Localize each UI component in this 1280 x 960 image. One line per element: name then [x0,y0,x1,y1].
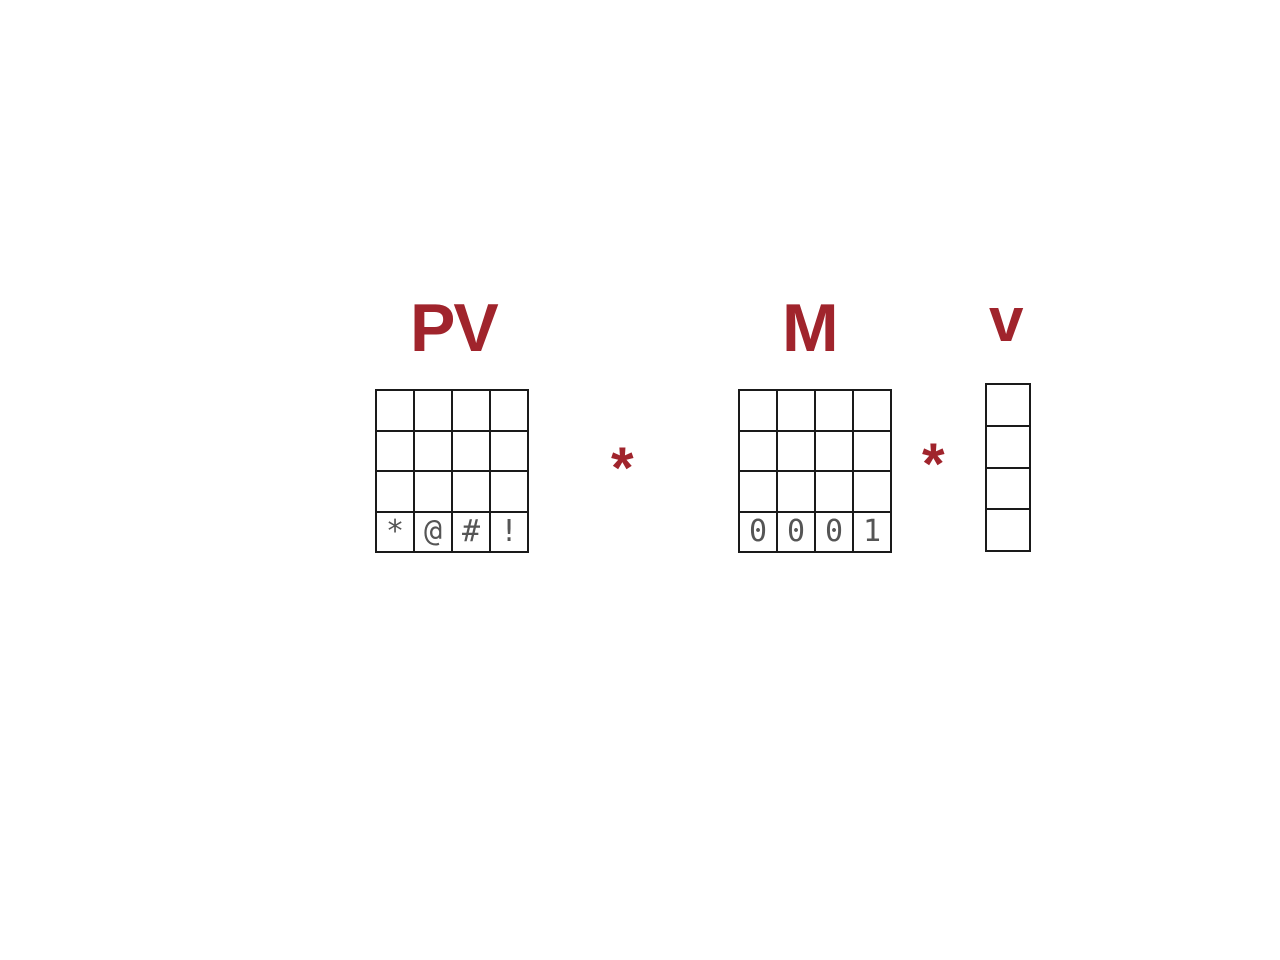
matrix-m-cell-r1-c2 [816,431,854,472]
matrix-v-cell-r2-c0 [987,468,1031,511]
matrix-pv-cell-r1-c1 [415,431,453,472]
matrix-pv-cell-r3-c0: * [377,512,415,553]
matrix-pv-label: PV [410,290,499,366]
matrix-m-cell-r3-c3: 1 [854,512,892,553]
matrix-pv-cell-r3-c1: @ [415,512,453,553]
matrix-pv-cell-r3-c2: # [453,512,491,553]
matrix-m-cell-r0-c2 [816,391,854,432]
vector-v-grid [985,383,1031,552]
matrix-pv-cell-r1-c2 [453,431,491,472]
matrix-pv-cell-r0-c1 [415,391,453,432]
matrix-pv-cell-r2-c2 [453,472,491,513]
matrix-pv-cell-r0-c2 [453,391,491,432]
matrix-m-cell-r2-c3 [854,472,892,513]
matrix-m-cell-r2-c0 [740,472,778,513]
matrix-pv-cell-r3-c3: ! [491,512,529,553]
matrix-m-cell-r2-c1 [778,472,816,513]
matrix-m-cell-r3-c2: 0 [816,512,854,553]
matrix-v-cell-r0-c0 [987,385,1031,427]
matrix-m-cell-r2-c2 [816,472,854,513]
matrix-m-cell-r1-c1 [778,431,816,472]
matrix-m-cell-r1-c3 [854,431,892,472]
matrix-pv-cell-r1-c0 [377,431,415,472]
matrix-m-cell-r1-c0 [740,431,778,472]
matrix-pv-cell-r0-c3 [491,391,529,432]
vector-v-label: v [989,286,1024,355]
multiply-operator-1: * [611,436,634,501]
matrix-pv-cell-r2-c3 [491,472,529,513]
matrix-m-cell-r3-c1: 0 [778,512,816,553]
matrix-m-cell-r0-c1 [778,391,816,432]
matrix-pv-cell-r2-c0 [377,472,415,513]
matrix-m-cell-r0-c3 [854,391,892,432]
matrix-pv-cell-r0-c0 [377,391,415,432]
matrix-pv-cell-r2-c1 [415,472,453,513]
matrix-m-cell-r3-c0: 0 [740,512,778,553]
matrix-pv-grid: *@#! [375,389,529,553]
multiply-operator-2: * [922,432,945,497]
matrix-m-label: M [782,290,839,366]
matrix-pv-cell-r1-c3 [491,431,529,472]
matrix-v-cell-r1-c0 [987,426,1031,469]
matrix-m-cell-r0-c0 [740,391,778,432]
matrix-v-cell-r3-c0 [987,510,1031,552]
